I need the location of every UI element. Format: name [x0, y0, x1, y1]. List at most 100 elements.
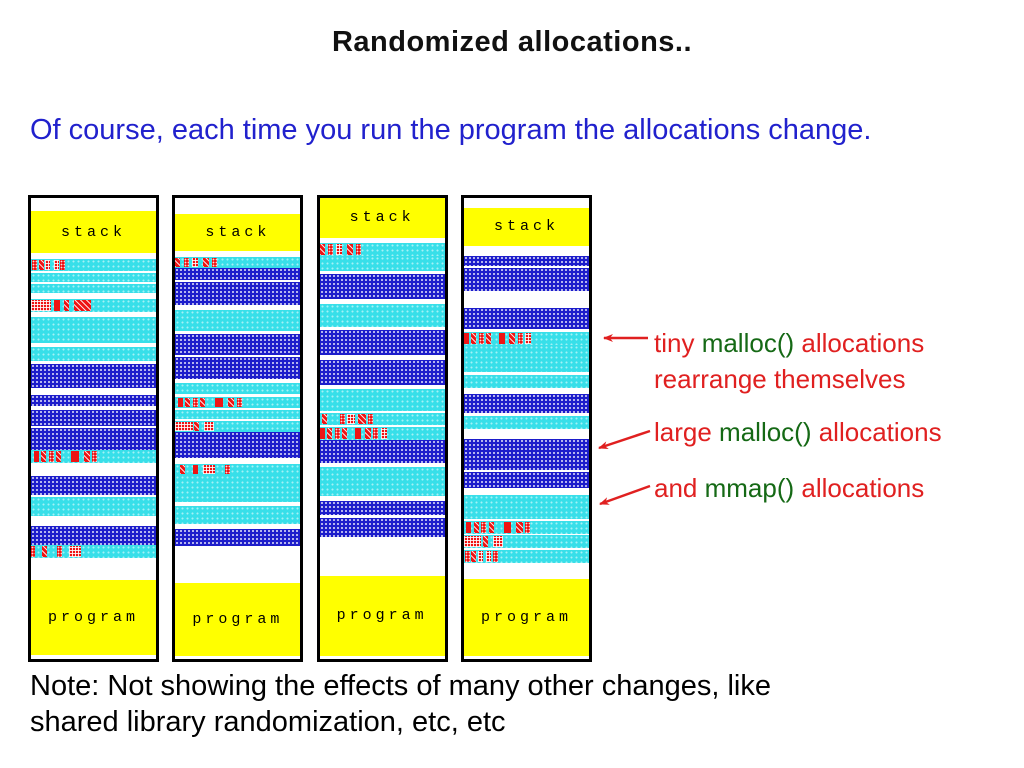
alloc-chunk	[368, 413, 374, 425]
band-cyan	[31, 283, 156, 293]
alloc-chunk	[466, 522, 472, 534]
chunk-gap	[215, 464, 225, 476]
band-navy	[319, 359, 445, 386]
band-navy	[31, 476, 156, 496]
alloc-chunk	[339, 413, 345, 425]
chunk-gap	[491, 332, 499, 345]
band-white	[175, 655, 301, 660]
alloc-chunk	[516, 522, 523, 534]
band-white	[463, 387, 589, 395]
alloc-chunk	[56, 450, 61, 463]
band-white	[175, 393, 301, 397]
band-white	[319, 655, 445, 659]
chunk-gap	[387, 427, 445, 439]
alloc-chunk	[342, 428, 348, 439]
band-white	[319, 537, 445, 576]
alloc-chunk	[227, 397, 235, 408]
band-cyan	[175, 383, 301, 394]
alloc-chunk	[471, 333, 477, 345]
band-white	[175, 546, 301, 583]
alloc-chunk	[44, 259, 50, 270]
alloc-chunk	[31, 300, 51, 312]
band-white	[463, 548, 589, 551]
band-cyan	[463, 494, 589, 520]
band-white	[463, 534, 589, 536]
band-navy	[175, 333, 301, 355]
arrow-large-malloc	[598, 429, 651, 450]
band-white	[463, 266, 589, 269]
intro-text: Of course, each time you run the program…	[30, 114, 872, 146]
annotation-mmap: and mmap() allocations	[654, 470, 924, 506]
alloc-chunk	[498, 333, 506, 345]
alloc-chunk	[319, 428, 325, 439]
alloc-chunk	[38, 259, 44, 270]
annotation-text: allocations	[794, 328, 925, 358]
alloc-chunk	[482, 536, 488, 548]
alloc-chunk	[53, 300, 60, 312]
band-navy	[463, 307, 589, 330]
band-cyan	[463, 375, 589, 388]
alloc-chunk	[236, 397, 242, 408]
band-white	[31, 654, 156, 659]
band-cyan	[463, 345, 589, 372]
alloc-chunk	[63, 300, 69, 312]
band-tiny	[175, 396, 301, 409]
band-white	[319, 462, 445, 468]
chunk-gap	[97, 450, 156, 463]
annotation-text: malloc()	[701, 328, 795, 358]
alloc-chunk	[335, 244, 343, 255]
band-navy	[463, 439, 589, 471]
band-cyan	[175, 506, 301, 525]
band-white	[31, 292, 156, 300]
band-cyan	[319, 388, 445, 411]
annotation-text: large	[654, 417, 720, 447]
band-navy	[463, 268, 589, 291]
alloc-chunk	[358, 413, 366, 425]
chunk-gap	[373, 413, 444, 425]
alloc-chunk	[486, 333, 492, 345]
band-white	[175, 354, 301, 357]
annotation-text: mmap()	[704, 473, 795, 503]
band-white	[463, 655, 589, 660]
band-white	[175, 408, 301, 411]
slide-title: Randomized allocations..	[331, 26, 693, 58]
band-program: program	[31, 579, 156, 655]
chunk-gap	[530, 521, 589, 534]
band-cyan	[463, 415, 589, 429]
band-white	[463, 412, 589, 416]
band-white	[463, 246, 589, 256]
note-line-2: shared library randomization, etc, etc	[30, 706, 506, 738]
band-white	[31, 495, 156, 498]
band-cyan	[319, 304, 445, 327]
band-white	[31, 388, 156, 395]
band-cyan	[31, 316, 156, 344]
alloc-chunk	[180, 464, 186, 475]
alloc-chunk	[508, 333, 516, 345]
band-white	[463, 428, 589, 440]
alloc-chunk	[48, 450, 54, 463]
band-white	[463, 329, 589, 333]
chunk-gap	[531, 332, 589, 345]
band-tiny	[175, 256, 301, 269]
band-cyan	[175, 309, 301, 331]
alloc-chunk	[175, 257, 181, 268]
annotation-text: allocations	[811, 417, 942, 447]
band-tiny	[175, 420, 301, 433]
alloc-chunk	[31, 545, 35, 557]
chunk-gap	[47, 545, 57, 558]
alloc-chunk	[347, 244, 354, 255]
alloc-chunk	[57, 545, 63, 557]
alloc-chunk	[194, 421, 200, 432]
annotation-line: and mmap() allocations	[654, 470, 924, 506]
band-navy	[31, 427, 156, 450]
alloc-chunk	[471, 551, 477, 563]
band-white	[175, 458, 301, 464]
band-white	[31, 405, 156, 411]
band-white	[175, 279, 301, 282]
band-navy	[463, 472, 589, 489]
band-stack: stack	[463, 207, 589, 247]
chunk-gap	[61, 450, 71, 463]
band-white	[31, 557, 156, 580]
